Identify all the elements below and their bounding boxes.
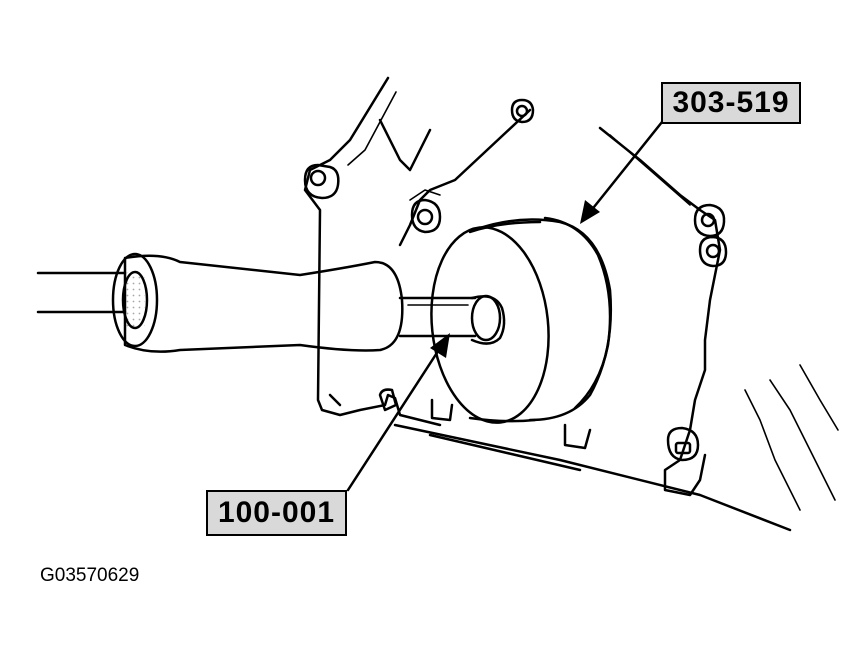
seal-installer-tool [430, 216, 613, 424]
leader-303-519 [580, 120, 664, 224]
figure-id: G03570629 [40, 565, 140, 586]
leader-100-001 [346, 333, 450, 492]
callout-303-519: 303-519 [661, 82, 801, 124]
bolt-bosses [303, 98, 728, 462]
engine-block-outline [303, 76, 839, 532]
callout-100-001: 100-001 [206, 490, 347, 536]
slide-hammer-tool [36, 252, 506, 353]
